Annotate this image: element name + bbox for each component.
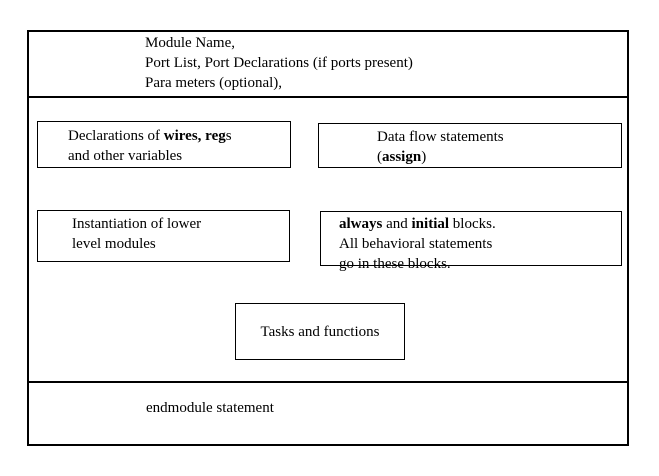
endmodule-text: endmodule statement: [146, 400, 274, 416]
module-footer-section: endmodule statement: [29, 383, 627, 444]
module-header-section: Module Name,Port List, Port Declarations…: [29, 32, 627, 98]
dataflow-box-text: Data flow statements(assign): [377, 129, 504, 165]
module-outer-box: Module Name,Port List, Port Declarations…: [27, 30, 629, 446]
always-initial-box-text: always and initial blocks.All behavioral…: [339, 216, 496, 272]
tasks-box-text: Tasks and functions: [260, 323, 380, 340]
dataflow-box: Data flow statements(assign): [318, 123, 622, 168]
module-header-text: Module Name,Port List, Port Declarations…: [145, 35, 413, 91]
tasks-box: Tasks and functions: [235, 303, 405, 360]
always-initial-box: always and initial blocks.All behavioral…: [320, 211, 622, 272]
